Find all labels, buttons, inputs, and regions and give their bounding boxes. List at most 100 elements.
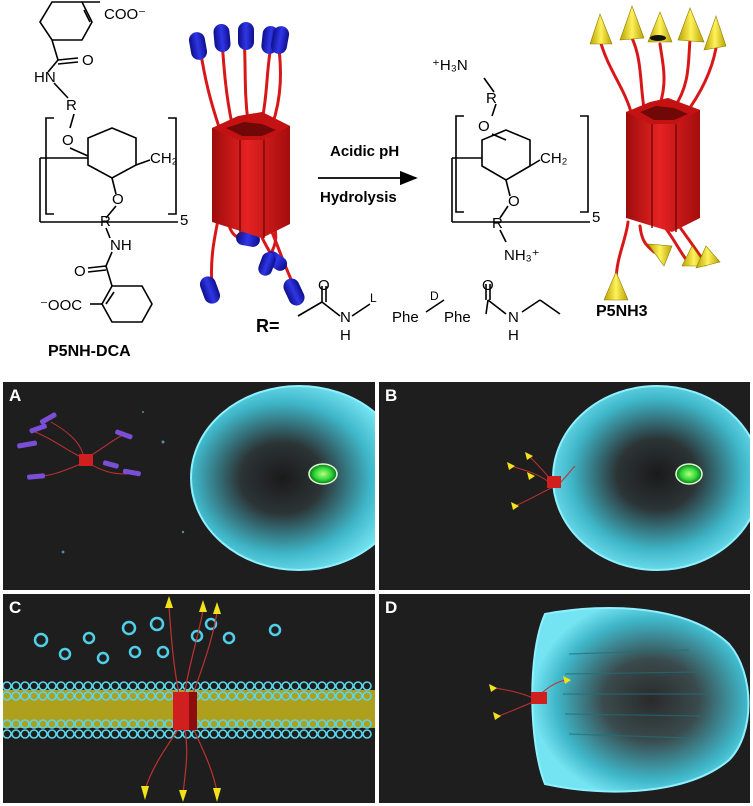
lipid-head bbox=[92, 729, 102, 739]
lipid-head bbox=[155, 681, 165, 691]
lipid-head bbox=[308, 691, 318, 701]
lipid-head bbox=[3, 719, 12, 729]
lipid-head bbox=[92, 691, 102, 701]
lipid-head bbox=[344, 729, 354, 739]
top-amide-nh: HN bbox=[34, 69, 56, 86]
lipid-head bbox=[326, 729, 336, 739]
panel-c: C bbox=[3, 594, 375, 803]
lipid-head bbox=[200, 681, 210, 691]
lipid-head bbox=[263, 691, 273, 701]
lipid-head bbox=[326, 719, 336, 729]
lipid-head bbox=[128, 719, 138, 729]
lipid-head bbox=[137, 729, 147, 739]
lipid-head bbox=[119, 681, 129, 691]
left-ch2: CH₂ bbox=[150, 150, 178, 167]
top-ammonium: ⁺H₃N bbox=[432, 57, 468, 74]
lipid-head bbox=[290, 681, 300, 691]
nucleus bbox=[675, 463, 703, 485]
lipid-head bbox=[353, 729, 363, 739]
vesicles bbox=[33, 616, 282, 665]
lipid-head bbox=[110, 691, 120, 701]
lipid-head bbox=[362, 729, 372, 739]
lipid-head bbox=[317, 681, 327, 691]
lipid-head bbox=[38, 681, 48, 691]
lipid-head bbox=[326, 691, 336, 701]
right-bottom-ether-oxygen: O bbox=[508, 193, 520, 210]
lipid-head bbox=[209, 681, 219, 691]
lipid-head bbox=[119, 719, 129, 729]
lipid-head bbox=[65, 681, 75, 691]
lipid-head bbox=[119, 729, 129, 739]
lipid-head bbox=[200, 729, 210, 739]
panel-b-label: B bbox=[385, 386, 398, 405]
lipid-head bbox=[56, 719, 66, 729]
right-top-r-group: R bbox=[486, 90, 497, 107]
left-repeat-count: 5 bbox=[180, 212, 188, 229]
r-equals: R= bbox=[256, 316, 280, 336]
lipid-head bbox=[308, 729, 318, 739]
lipid-head bbox=[335, 681, 345, 691]
lipid-head bbox=[272, 691, 282, 701]
lipid-head bbox=[29, 729, 39, 739]
lipid-head bbox=[164, 729, 174, 739]
pore-pillar bbox=[141, 596, 221, 802]
lipid-head bbox=[137, 681, 147, 691]
lipid-head bbox=[92, 719, 102, 729]
lipid-head bbox=[74, 729, 84, 739]
lipid-head bbox=[218, 729, 228, 739]
panel-d: D bbox=[379, 594, 750, 803]
lipid-head bbox=[65, 719, 75, 729]
lipid-head bbox=[344, 719, 354, 729]
lipid-head bbox=[146, 719, 156, 729]
bottom-ether-oxygen: O bbox=[112, 191, 124, 208]
right-top-ether-oxygen: O bbox=[478, 118, 490, 135]
lipid-head bbox=[245, 691, 255, 701]
cell-body bbox=[552, 385, 750, 571]
arrow-label-acidic-ph: Acidic pH bbox=[330, 143, 399, 160]
lipid-head bbox=[299, 719, 309, 729]
lipid-head bbox=[353, 681, 363, 691]
lipid-head bbox=[38, 719, 48, 729]
lipid-head bbox=[317, 719, 327, 729]
lipid-head bbox=[101, 729, 111, 739]
lipid-head bbox=[362, 681, 372, 691]
lipid-head bbox=[83, 719, 93, 729]
lipid-head bbox=[218, 691, 228, 701]
left-compound-name: P5NH-DCA bbox=[48, 343, 131, 360]
lipid-head bbox=[299, 681, 309, 691]
lipid-head bbox=[254, 719, 264, 729]
lipid-head bbox=[254, 681, 264, 691]
lipid-head bbox=[308, 681, 318, 691]
lipid-head bbox=[335, 729, 345, 739]
lipid-head bbox=[146, 681, 156, 691]
lipid-head bbox=[110, 729, 120, 739]
blue-capped-pillar bbox=[17, 412, 141, 480]
lipid-head bbox=[362, 719, 372, 729]
lipid-head bbox=[326, 681, 336, 691]
lipid-head bbox=[335, 719, 345, 729]
panel-a-label: A bbox=[9, 386, 22, 405]
r-phe-1: Phe bbox=[392, 309, 419, 326]
r-amide-oxygen-2: O bbox=[482, 277, 494, 294]
lipid-head bbox=[335, 691, 345, 701]
lipid-head bbox=[263, 681, 273, 691]
lipid-head bbox=[209, 719, 219, 729]
lipid-head bbox=[272, 729, 282, 739]
panel-b-illustration bbox=[507, 385, 750, 571]
lipid-head bbox=[3, 729, 12, 739]
cell-body bbox=[190, 385, 375, 571]
lipid-head bbox=[83, 681, 93, 691]
r-group-definition bbox=[297, 284, 561, 317]
lipid-head bbox=[20, 691, 30, 701]
lipid-head bbox=[128, 681, 138, 691]
r-amide-oxygen-1: O bbox=[318, 277, 330, 294]
lipid-head bbox=[3, 691, 12, 701]
lipid-head bbox=[191, 681, 201, 691]
lipid-head bbox=[110, 719, 120, 729]
r-stereo-d: D bbox=[430, 289, 439, 303]
panel-d-label: D bbox=[385, 598, 398, 617]
yellow-cone-pillar bbox=[507, 452, 576, 510]
lipid-head bbox=[353, 691, 363, 701]
pillararene-blue-cap-model bbox=[188, 22, 305, 306]
yellow-cone-pillar bbox=[489, 676, 571, 720]
